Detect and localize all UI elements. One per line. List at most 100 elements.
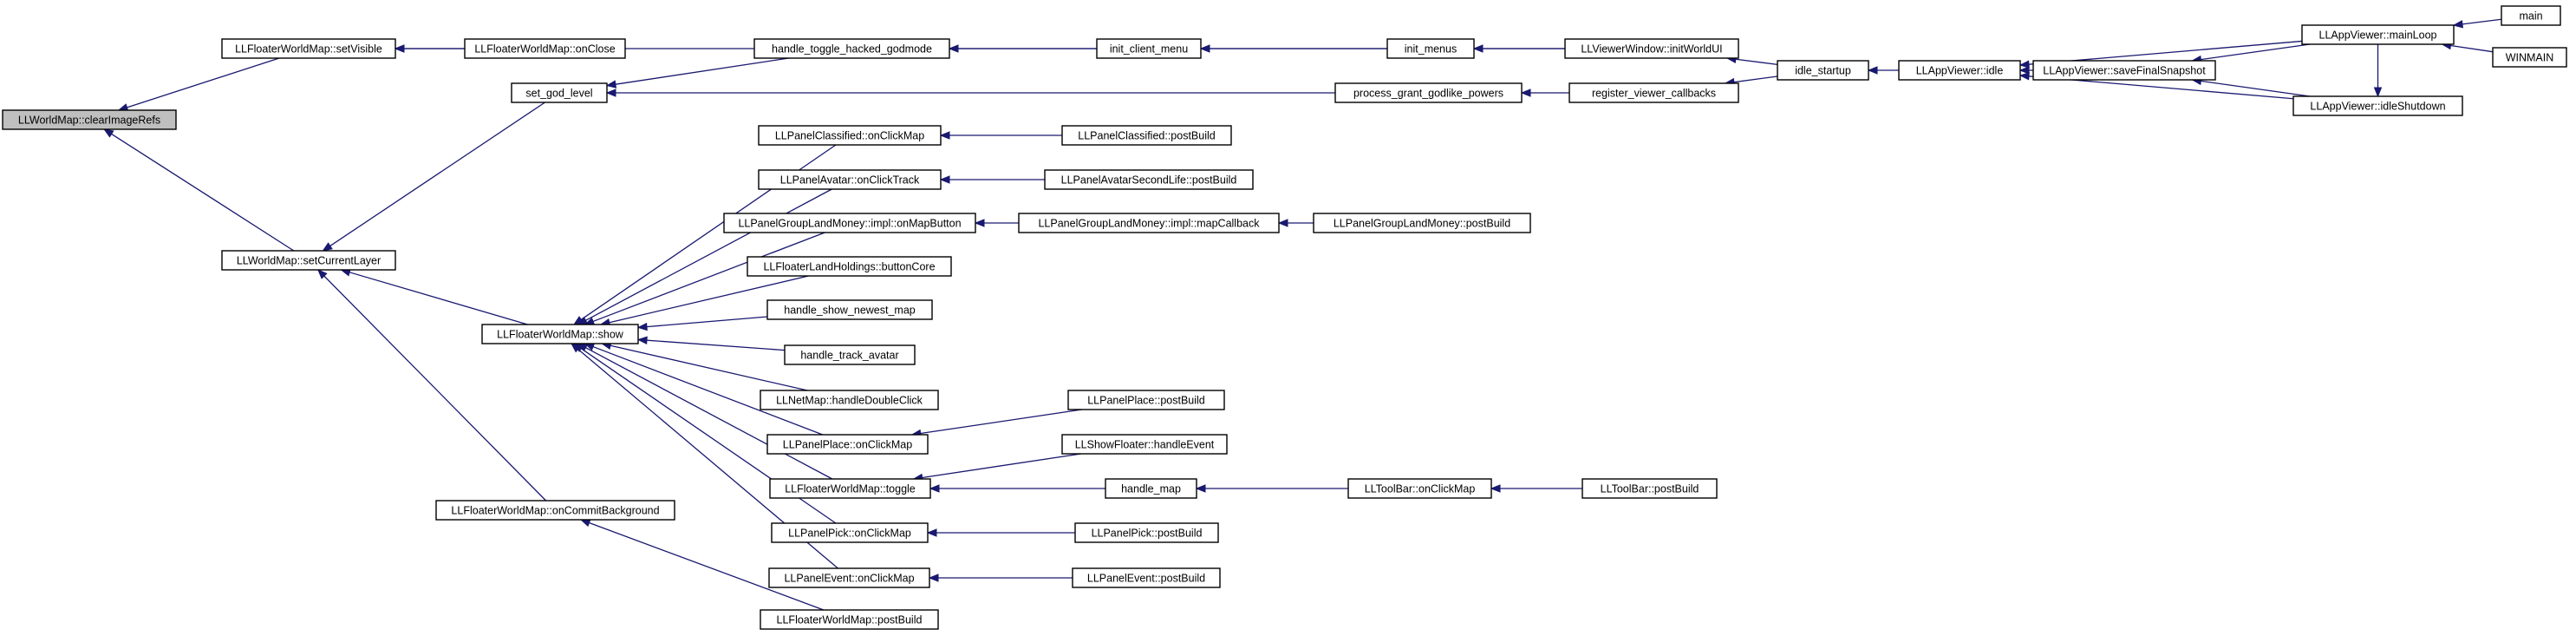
- arrow-head-icon: [605, 80, 617, 89]
- node-box[interactable]: [1347, 478, 1492, 499]
- node-box[interactable]: [1067, 390, 1225, 410]
- node-fwm-toggle[interactable]: LLFloaterWorldMap::toggle: [769, 478, 931, 499]
- node-box[interactable]: [771, 522, 929, 543]
- node-event-post[interactable]: LLPanelEvent::postBuild: [1072, 567, 1221, 588]
- node-box[interactable]: [1074, 522, 1219, 543]
- node-box[interactable]: [435, 500, 675, 521]
- node-save-snapshot[interactable]: LLAppViewer::saveFinalSnapshot: [2032, 60, 2216, 81]
- node-idle-shutdown[interactable]: LLAppViewer::idleShutdown: [2292, 95, 2463, 116]
- node-handle-map[interactable]: handle_map: [1105, 478, 1197, 499]
- node-init-world-ui[interactable]: LLViewerWindow::initWorldUI: [1564, 38, 1739, 59]
- node-box[interactable]: [1096, 38, 1202, 59]
- node-main[interactable]: main: [2501, 5, 2561, 26]
- node-pick-on-click[interactable]: LLPanelPick::onClickMap: [771, 522, 929, 543]
- node-show-newest-map[interactable]: handle_show_newest_map: [766, 299, 933, 320]
- arrow-head-icon: [1520, 89, 1531, 97]
- node-box[interactable]: [2032, 60, 2216, 81]
- node-box[interactable]: [760, 390, 939, 410]
- node-set-current-layer[interactable]: LLWorldMap::setCurrentLayer: [221, 250, 396, 271]
- node-box[interactable]: [1568, 82, 1739, 103]
- node-box[interactable]: [1061, 125, 1232, 146]
- arrow-head-icon: [939, 175, 950, 184]
- node-label: main: [2519, 10, 2542, 23]
- node-process-grant[interactable]: process_grant_godlike_powers: [1334, 82, 1523, 103]
- edge-line: [610, 344, 808, 391]
- node-init-menus[interactable]: init_menus: [1386, 38, 1475, 59]
- node-box[interactable]: [464, 38, 626, 59]
- node-box[interactable]: [766, 434, 929, 455]
- node-glm-post[interactable]: LLPanelGroupLandMoney::postBuild: [1313, 213, 1531, 233]
- node-box[interactable]: [1018, 213, 1280, 233]
- node-box[interactable]: [1386, 38, 1475, 59]
- node-app-idle[interactable]: LLAppViewer::idle: [1898, 60, 2021, 81]
- node-box[interactable]: [768, 567, 930, 588]
- node-avatar-slpost[interactable]: LLPanelAvatarSecondLife::postBuild: [1044, 169, 1254, 190]
- node-box[interactable]: [1313, 213, 1531, 233]
- node-box[interactable]: [766, 299, 933, 320]
- node-box[interactable]: [1581, 478, 1718, 499]
- node-box[interactable]: [1564, 38, 1739, 59]
- node-box[interactable]: [1044, 169, 1254, 190]
- node-set-visible[interactable]: LLFloaterWorldMap::setVisible: [221, 38, 396, 59]
- node-box[interactable]: [2501, 5, 2561, 26]
- node-classified-on-click[interactable]: LLPanelClassified::onClickMap: [758, 125, 942, 146]
- node-box[interactable]: [1777, 60, 1869, 81]
- node-fwm-show[interactable]: LLFloaterWorldMap::show: [481, 324, 639, 344]
- node-winmain[interactable]: WINMAIN: [2492, 47, 2567, 68]
- node-toolbar-post[interactable]: LLToolBar::postBuild: [1581, 478, 1718, 499]
- node-event-on-click[interactable]: LLPanelEvent::onClickMap: [768, 567, 930, 588]
- edge-process-grant-to-set-god-level: [605, 89, 1335, 97]
- node-box[interactable]: [481, 324, 639, 344]
- edge-line: [580, 144, 837, 320]
- node-classified-post[interactable]: LLPanelClassified::postBuild: [1061, 125, 1232, 146]
- node-box[interactable]: [1334, 82, 1523, 103]
- node-show-floater[interactable]: LLShowFloater::handleEvent: [1061, 434, 1228, 455]
- node-box[interactable]: [769, 478, 931, 499]
- node-avatar-on-click[interactable]: LLPanelAvatar::onClickTrack: [758, 169, 942, 190]
- edge-register-callbacks-to-process-grant: [1520, 89, 1569, 97]
- node-box[interactable]: [221, 38, 396, 59]
- node-clear-image-refs[interactable]: LLWorldMap::clearImageRefs: [2, 109, 177, 130]
- node-register-callbacks[interactable]: register_viewer_callbacks: [1568, 82, 1739, 103]
- node-init-client-menu[interactable]: init_client_menu: [1096, 38, 1202, 59]
- node-on-commit-bg[interactable]: LLFloaterWorldMap::onCommitBackground: [435, 500, 675, 521]
- node-glm-impl-callback[interactable]: LLPanelGroupLandMoney::impl::mapCallback: [1018, 213, 1280, 233]
- node-on-close[interactable]: LLFloaterWorldMap::onClose: [464, 38, 626, 59]
- node-label: LLPanelPlace::postBuild: [1087, 395, 1205, 407]
- node-box[interactable]: [747, 256, 952, 277]
- node-box[interactable]: [2301, 24, 2455, 45]
- node-box[interactable]: [723, 213, 976, 233]
- node-set-god-level[interactable]: set_god_level: [511, 82, 608, 103]
- node-net-map-dbl[interactable]: LLNetMap::handleDoubleClick: [760, 390, 939, 410]
- node-handle-toggle-hacked[interactable]: handle_toggle_hacked_godmode: [753, 38, 950, 59]
- edge-line: [646, 316, 768, 328]
- node-glm-impl-on-map[interactable]: LLPanelGroupLandMoney::impl::onMapButton: [723, 213, 976, 233]
- node-box[interactable]: [758, 169, 942, 190]
- arrow-head-icon: [939, 131, 950, 140]
- node-box[interactable]: [1072, 567, 1221, 588]
- node-fwm-post[interactable]: LLFloaterWorldMap::postBuild: [760, 609, 939, 630]
- node-place-post[interactable]: LLPanelPlace::postBuild: [1067, 390, 1225, 410]
- node-box[interactable]: [2, 109, 177, 130]
- node-box[interactable]: [784, 344, 916, 365]
- node-box[interactable]: [2492, 47, 2567, 68]
- node-pick-post[interactable]: LLPanelPick::postBuild: [1074, 522, 1219, 543]
- node-label: LLAppViewer::idleShutdown: [2310, 101, 2445, 113]
- node-idle-startup[interactable]: idle_startup: [1777, 60, 1869, 81]
- node-box[interactable]: [221, 250, 396, 271]
- node-place-on-click[interactable]: LLPanelPlace::onClickMap: [766, 434, 929, 455]
- edge-line: [349, 272, 528, 325]
- node-box[interactable]: [1898, 60, 2021, 81]
- node-box[interactable]: [753, 38, 950, 59]
- node-box[interactable]: [1105, 478, 1197, 499]
- node-box[interactable]: [760, 609, 939, 630]
- node-box[interactable]: [758, 125, 942, 146]
- node-track-avatar[interactable]: handle_track_avatar: [784, 344, 916, 365]
- node-toolbar-on-click[interactable]: LLToolBar::onClickMap: [1347, 478, 1492, 499]
- node-label: LLPanelPick::onClickMap: [788, 528, 911, 540]
- node-box[interactable]: [1061, 434, 1228, 455]
- node-main-loop[interactable]: LLAppViewer::mainLoop: [2301, 24, 2455, 45]
- node-box[interactable]: [2292, 95, 2463, 116]
- node-land-holdings[interactable]: LLFloaterLandHoldings::buttonCore: [747, 256, 952, 277]
- node-box[interactable]: [511, 82, 608, 103]
